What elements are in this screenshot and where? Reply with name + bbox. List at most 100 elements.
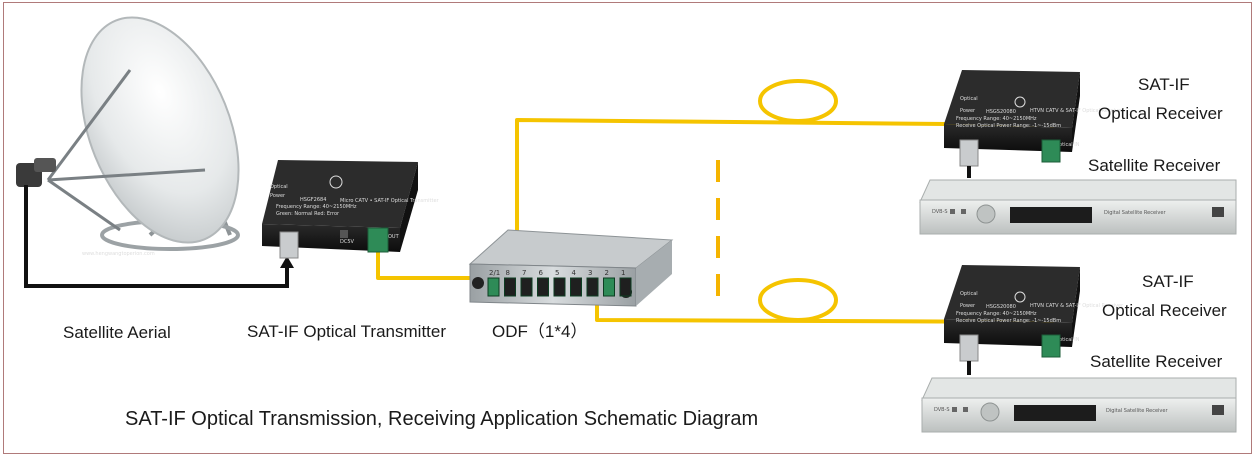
dish-arm <box>47 168 206 182</box>
odf-port <box>553 277 566 297</box>
rx1-in-label: Optical IN <box>1055 142 1080 148</box>
rx2-rf-connector <box>959 334 979 362</box>
stb2-model: Digital Satellite Receiver <box>1106 408 1168 414</box>
label-odf: ODF（1*4） <box>492 322 588 341</box>
stb2-button <box>952 407 957 412</box>
stb2-logo-icon <box>1212 405 1224 415</box>
label-satellite-aerial: Satellite Aerial <box>63 323 171 342</box>
label-rx2-optical-receiver: Optical Receiver <box>1102 301 1227 320</box>
rx1-optical-in-port <box>1041 139 1061 163</box>
tx-top <box>262 160 418 228</box>
odf-port <box>520 277 533 297</box>
satellite-receiver-1: DVB-S Digital Satellite Receiver <box>919 179 1237 235</box>
stb1-model: Digital Satellite Receiver <box>1104 210 1166 216</box>
rx2-optical-in-port <box>1041 334 1061 358</box>
odf-side <box>636 240 672 306</box>
label-rx2-satellite-receiver: Satellite Receiver <box>1090 352 1223 371</box>
sat-if-optical-receiver-2: Optical Power HSGS20080 HTVN CATV & SAT-… <box>944 265 1124 375</box>
label-rx2-sat-if: SAT-IF <box>1142 272 1194 291</box>
rx2-power-label: Power <box>960 303 976 309</box>
rx1-line-label: HTVN CATV & SAT-IF Optical Receiver <box>1030 108 1124 114</box>
stb1-button <box>950 209 955 214</box>
odf-port-number: 8 <box>506 269 510 277</box>
odf-port <box>504 277 516 297</box>
label-optical-transmitter: SAT-IF Optical Transmitter <box>247 322 447 341</box>
stb2-display <box>1014 405 1096 421</box>
rx1-logo-icon <box>1014 96 1026 108</box>
tx-optical-out-port <box>367 227 389 253</box>
rx2-side <box>1072 267 1080 347</box>
odf-port <box>586 277 599 297</box>
odf-port-number: 7 <box>522 269 526 277</box>
rx2-input-label: Receive Optical Power Range: -1~-15dBm <box>956 318 1061 324</box>
stb2-dial-icon <box>980 402 1000 422</box>
odf-port <box>487 277 500 297</box>
odf-port-number: 5 <box>555 269 559 277</box>
tx-logo-icon <box>329 175 343 189</box>
tx-dc-label: DC5V <box>340 239 355 245</box>
coax-cable-aerial <box>24 185 289 288</box>
fiber-coil-2 <box>758 278 838 322</box>
lnb-feed <box>34 158 56 172</box>
fiber-coil-1 <box>758 79 838 123</box>
rx2-line-label: HTVN CATV & SAT-IF Optical Receiver <box>1030 303 1124 309</box>
odf-screw <box>472 277 484 289</box>
stb1-dial-icon <box>976 204 996 224</box>
odf-port <box>603 277 615 297</box>
stb2-button <box>963 407 968 412</box>
tx-dc-port <box>340 230 348 238</box>
dish-reflector <box>80 16 240 244</box>
odf-port-number: 1 <box>621 269 625 277</box>
fiber-tx-to-odf <box>376 250 477 280</box>
stb2-brand: DVB-S <box>934 407 950 413</box>
tx-rf-connector <box>279 231 299 259</box>
odf-port-number: 6 <box>539 269 544 277</box>
tx-out-label: OUT <box>388 234 400 240</box>
odf-top <box>468 229 674 269</box>
rx1-optical-label: Optical <box>960 96 978 102</box>
satellite-receiver-2: DVB-S Digital Satellite Receiver <box>921 377 1237 433</box>
odf-port <box>619 277 632 297</box>
odf-port-number: 4 <box>572 269 577 277</box>
stb1-brand: DVB-S <box>932 209 948 215</box>
rx2-in-label: Optical IN <box>1055 337 1080 343</box>
stb1-logo-icon <box>1212 207 1224 217</box>
dish-watermark: www.hengwangtoperion.com <box>82 251 155 257</box>
rx2-top <box>944 265 1080 323</box>
dish-arm <box>47 178 121 232</box>
sat-if-optical-transmitter: Optical Power HSGF2684 Micro CATV • SAT-… <box>262 160 440 259</box>
rx1-rf-connector <box>959 139 979 167</box>
stb2-top <box>921 377 1237 401</box>
tx-power-label: Power <box>270 193 286 199</box>
stb1-button <box>961 209 966 214</box>
rx1-side <box>1072 72 1080 152</box>
tx-model-label: HSGF2684 <box>300 197 326 203</box>
rx2-logo-icon <box>1014 291 1026 303</box>
stb1-display <box>1010 207 1092 223</box>
rx1-model-label: HSGS20080 <box>986 109 1016 115</box>
rx1-top <box>944 70 1080 128</box>
odf-port-number: 3 <box>588 269 592 277</box>
rx1-input-label: Receive Optical Power Range: -1~-15dBm <box>956 123 1061 129</box>
satellite-dish: www.hengwangtoperion.com <box>16 16 240 257</box>
rx1-power-label: Power <box>960 108 976 114</box>
label-rx1-sat-if: SAT-IF <box>1138 75 1190 94</box>
odf-port <box>570 277 582 297</box>
diagram-title: SAT-IF Optical Transmission, Receiving A… <box>125 408 759 430</box>
tx-side <box>400 162 418 252</box>
stb1-top <box>919 179 1237 203</box>
label-rx1-satellite-receiver: Satellite Receiver <box>1088 156 1221 175</box>
sat-if-optical-receiver-1: Optical Power HSGS20080 HTVN CATV & SAT-… <box>944 70 1124 178</box>
rx2-freq-label: Frequency Range: 40~2150MHz <box>956 311 1037 317</box>
tx-freq-label: Frequency Range: 40~2150MHz <box>276 204 357 210</box>
odf-port-number: 2 <box>605 269 609 277</box>
label-rx1-optical-receiver: Optical Receiver <box>1098 104 1223 123</box>
rx2-optical-label: Optical <box>960 291 978 297</box>
coax-arrow <box>280 256 294 268</box>
dish-arm <box>46 69 132 181</box>
rx1-freq-label: Frequency Range: 40~2150MHz <box>956 116 1037 122</box>
diagram-frame <box>3 2 1252 454</box>
